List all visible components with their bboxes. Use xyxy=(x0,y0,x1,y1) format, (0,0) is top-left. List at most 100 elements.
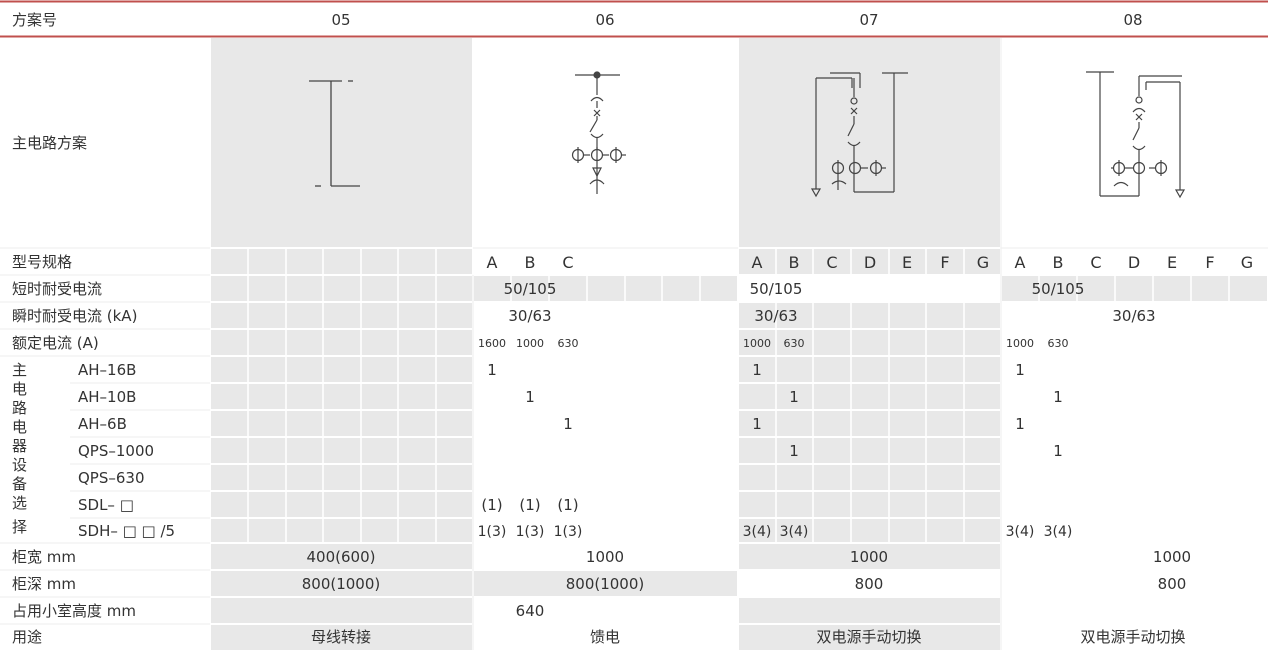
qty-sdh-06b: 1(3) xyxy=(516,524,545,540)
qty-sdh-08a: 3(4) xyxy=(1006,524,1035,540)
row-label-room-height: 占用小室高度 mm xyxy=(12,602,136,620)
row-label-model-spec: 型号规格 xyxy=(12,253,72,271)
device-label-qps1000: QPS–1000 xyxy=(78,442,154,460)
circuit-diagram-08 xyxy=(1086,71,1186,199)
rated-current-cell: 630 xyxy=(784,337,805,350)
usage-05: 母线转接 xyxy=(311,628,371,646)
depth-06: 800(1000) xyxy=(566,575,645,593)
header-label: 方案号 xyxy=(12,11,57,29)
rated-current-cell: 1000 xyxy=(743,337,771,350)
qty-sdh-06c: 1(3) xyxy=(554,524,583,540)
device-group-char: 设 xyxy=(12,456,27,474)
width-08: 1000 xyxy=(1153,548,1191,566)
variant-letter: F xyxy=(940,253,949,272)
variant-letter: A xyxy=(487,253,498,272)
short-time-current-06: 50/105 xyxy=(504,280,557,298)
device-label-qps630: QPS–630 xyxy=(78,469,145,487)
peak-current-08: 30/63 xyxy=(1112,307,1155,325)
qty-ah10b-06b: 1 xyxy=(525,388,535,406)
qty-ah10b-08b: 1 xyxy=(1053,388,1063,406)
device-label-ah10b: AH–10B xyxy=(78,388,136,406)
qty-ah16b-06a: 1 xyxy=(487,361,497,379)
variant-letter: B xyxy=(525,253,536,272)
scheme-07: 07 xyxy=(859,11,878,29)
short-time-current-08: 50/105 xyxy=(1032,280,1085,298)
qty-ah6b-07a: 1 xyxy=(752,415,762,433)
qty-ah10b-07b: 1 xyxy=(789,388,799,406)
qty-sdh-06a: 1(3) xyxy=(478,524,507,540)
device-group-char: 器 xyxy=(12,437,27,455)
device-label-ah6b: AH–6B xyxy=(78,415,127,433)
device-group-char: 电 xyxy=(12,418,27,436)
variant-letter: A xyxy=(1015,253,1026,272)
depth-05: 800(1000) xyxy=(302,575,381,593)
qty-ah6b-08a: 1 xyxy=(1015,415,1025,433)
qty-ah16b-08a: 1 xyxy=(1015,361,1025,379)
variant-letter: D xyxy=(864,253,876,272)
short-time-current-07: 50/105 xyxy=(750,280,803,298)
device-label-ah16b: AH–16B xyxy=(78,361,136,379)
peak-current-06: 30/63 xyxy=(508,307,551,325)
qty-sdh-07a: 3(4) xyxy=(743,524,772,540)
grid-lines xyxy=(0,38,1268,650)
rated-current-cell: 630 xyxy=(558,337,579,350)
row-label-usage: 用途 xyxy=(12,628,42,646)
device-label-sdl: SDL– □ xyxy=(78,496,134,514)
width-06: 1000 xyxy=(586,548,624,566)
variant-letter: C xyxy=(826,253,837,272)
row-label-peak-current: 瞬时耐受电流 (kA) xyxy=(12,307,137,325)
depth-07: 800 xyxy=(855,575,884,593)
qty-ah6b-06c: 1 xyxy=(563,415,573,433)
scheme-08: 08 xyxy=(1123,11,1142,29)
qty-sdh-07b: 3(4) xyxy=(780,524,809,540)
qty-sdl-06a: (1) xyxy=(481,496,502,514)
circuit-diagram-06 xyxy=(571,71,626,194)
variant-letter: F xyxy=(1205,253,1214,272)
device-label-sdh: SDH– □ □ /5 xyxy=(78,522,175,540)
row-label-short-time-current: 短时耐受电流 xyxy=(12,280,102,298)
room-height-06: 640 xyxy=(516,602,545,620)
qty-ah16b-07a: 1 xyxy=(752,361,762,379)
width-07: 1000 xyxy=(850,548,888,566)
scheme-06: 06 xyxy=(595,11,614,29)
device-group-char: 选 xyxy=(12,494,27,512)
qty-qps1000-08b: 1 xyxy=(1053,442,1063,460)
row-label-main-circuit: 主电路方案 xyxy=(12,134,87,152)
variant-letter: D xyxy=(1128,253,1140,272)
variant-letter: B xyxy=(1053,253,1064,272)
usage-06: 馈电 xyxy=(590,628,620,646)
variant-letter: E xyxy=(902,253,912,272)
variant-letter: C xyxy=(562,253,573,272)
device-group-char: 电 xyxy=(12,380,27,398)
row-label-rated-current: 额定电流 (A) xyxy=(12,334,99,352)
scheme-05: 05 xyxy=(331,11,350,29)
rated-current-cell: 1000 xyxy=(516,337,544,350)
light-separators xyxy=(0,38,1268,650)
row-label-width: 柜宽 mm xyxy=(12,548,76,566)
usage-08: 双电源手动切换 xyxy=(1080,628,1185,646)
peak-current-07: 30/63 xyxy=(754,307,797,325)
device-group-char: 择 xyxy=(12,518,27,536)
rated-current-cell: 1600 xyxy=(478,337,506,350)
device-group-char: 主 xyxy=(12,361,27,379)
circuit-diagram-07 xyxy=(810,72,908,198)
depth-08: 800 xyxy=(1158,575,1187,593)
variant-letter: G xyxy=(1241,253,1253,272)
usage-07: 双电源手动切换 xyxy=(816,628,921,646)
variant-letter: G xyxy=(977,253,989,272)
device-group-char: 路 xyxy=(12,399,27,417)
row-label-depth: 柜深 mm xyxy=(12,575,76,593)
qty-sdl-06c: (1) xyxy=(557,496,578,514)
device-group-char: 备 xyxy=(12,475,27,493)
variant-letter: C xyxy=(1090,253,1101,272)
rated-current-cell: 630 xyxy=(1048,337,1069,350)
rated-current-cell: 1000 xyxy=(1006,337,1034,350)
circuit-diagram-05 xyxy=(309,80,360,187)
variant-letter: B xyxy=(789,253,800,272)
variant-letter: E xyxy=(1167,253,1177,272)
variant-letter: A xyxy=(752,253,763,272)
width-05: 400(600) xyxy=(307,548,376,566)
qty-sdl-06b: (1) xyxy=(519,496,540,514)
